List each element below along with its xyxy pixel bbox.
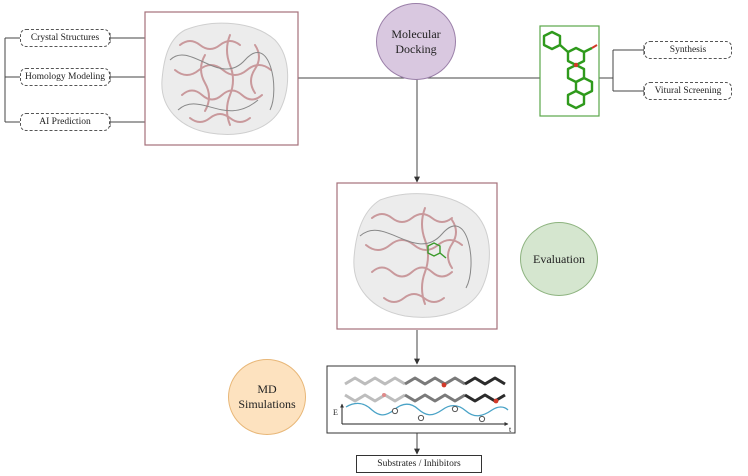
ai-prediction-box: AI Prediction: [20, 113, 110, 131]
md-simulations-node: MD Simulations: [228, 359, 306, 435]
md-simulations-label-line2: Simulations: [238, 397, 296, 411]
md-simulation-panel: [326, 365, 516, 434]
virtual-screening-box: Vitural Screening: [644, 82, 732, 100]
ligand-structure-image: [539, 25, 600, 117]
molecular-docking-label-line1: Molecular: [391, 26, 441, 41]
molecular-docking-label-line2: Docking: [395, 41, 437, 56]
energy-curve: [345, 402, 509, 417]
protein-structure-image: [144, 11, 299, 146]
energy-axis-label: E: [333, 408, 338, 417]
crystal-structures-box: Crystal Structures: [20, 29, 110, 47]
protein-ligand-complex-image: [336, 182, 498, 330]
ligand-bracket: [599, 45, 645, 96]
molecule-chain: [344, 376, 506, 404]
substrates-inhibitors-box: Substrates / Inhibitors: [356, 455, 482, 473]
evaluation-label: Evaluation: [533, 251, 585, 266]
input-bracket: [4, 33, 145, 127]
time-axis-label: t: [509, 425, 512, 434]
homology-modeling-box: Homology Modeling: [20, 68, 110, 86]
evaluation-node: Evaluation: [520, 222, 598, 296]
synthesis-box: Synthesis: [644, 41, 732, 59]
molecular-docking-node: Molecular Docking: [376, 3, 456, 80]
md-simulations-label-line1: MD: [257, 382, 277, 396]
